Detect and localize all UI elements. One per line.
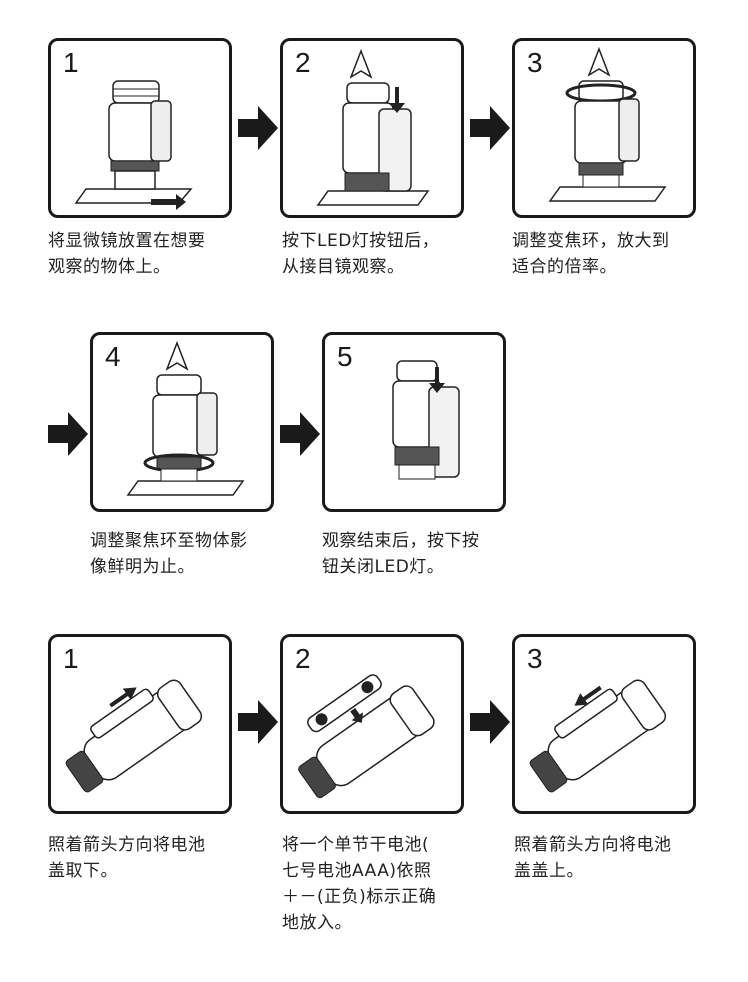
microscope-led-button-icon: [316, 48, 430, 206]
right-arrow-icon: [470, 700, 510, 744]
battery-step-2-panel: 2: [280, 634, 464, 814]
microscope-on-slide-icon: [74, 80, 193, 210]
usage-step-2-panel: 2: [280, 38, 464, 218]
battery-step-3-caption: 照着箭头方向将电池 盖盖上。: [514, 835, 672, 881]
usage-step-4-panel: 4: [90, 332, 274, 512]
step-number: 2: [295, 643, 311, 674]
battery-step-3-panel: 3: [512, 634, 696, 814]
step-number: 5: [337, 341, 353, 372]
right-arrow-icon: [238, 106, 278, 150]
battery-insert-icon: [298, 674, 435, 799]
step-number: 3: [527, 47, 543, 78]
microscope-focus-ring-icon: [126, 340, 245, 496]
microscope-led-off-icon: [392, 360, 460, 480]
battery-cover-open-icon: [65, 679, 203, 793]
battery-step-1-caption: 照着箭头方向将电池 盖取下。: [48, 835, 206, 881]
step-number: 1: [63, 643, 79, 674]
battery-step-1-panel: 1: [48, 634, 232, 814]
battery-cover-close-icon: [529, 679, 667, 793]
usage-step-4-caption: 调整聚焦环至物体影 像鲜明为止。: [90, 531, 248, 577]
usage-step-1-panel: 1: [48, 38, 232, 218]
step-number: 1: [63, 47, 79, 78]
usage-step-5-caption: 观察结束后，按下按 钮关闭LED灯。: [322, 531, 480, 577]
usage-step-5-panel: 5: [322, 332, 506, 512]
right-arrow-icon: [470, 106, 510, 150]
right-arrow-icon: [280, 412, 320, 456]
usage-step-1-caption: 将显微镜放置在想要 观察的物体上。: [48, 231, 206, 277]
step-number: 2: [295, 47, 311, 78]
usage-step-2-caption: 按下LED灯按钮后， 从接目镜观察。: [282, 231, 440, 277]
step-number: 4: [105, 341, 121, 372]
right-arrow-icon: [48, 412, 88, 456]
right-arrow-icon: [238, 700, 278, 744]
battery-step-2-caption: 将一个单节干电池( 七号电池AAA)依照 ＋－(正负)标示正确 地放入。: [282, 835, 437, 933]
step-number: 3: [527, 643, 543, 674]
usage-step-3-caption: 调整变焦环，放大到 适合的倍率。: [512, 231, 670, 277]
microscope-zoom-ring-icon: [548, 46, 667, 202]
usage-step-3-panel: 3: [512, 38, 696, 218]
